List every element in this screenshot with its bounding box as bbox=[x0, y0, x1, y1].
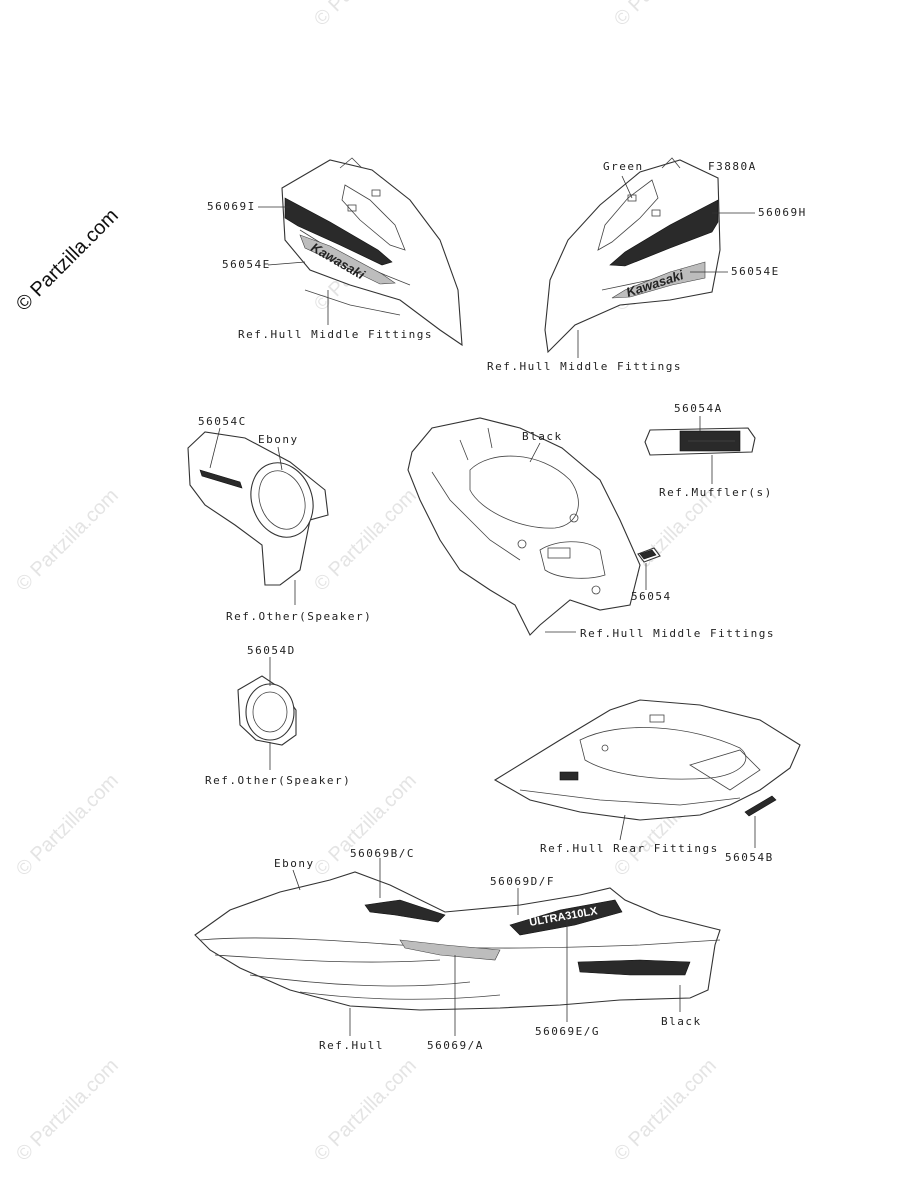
decal-56054b bbox=[744, 795, 777, 817]
label-56069df: 56069D/F bbox=[490, 875, 555, 888]
label-56069h: 56069H bbox=[758, 206, 807, 219]
label-ref-hull: Ref.Hull bbox=[319, 1039, 384, 1052]
label-56054: 56054 bbox=[631, 590, 672, 603]
label-56054d: 56054D bbox=[247, 644, 296, 657]
speaker-cover-panel bbox=[187, 431, 329, 586]
right-side-panel: Kawasaki bbox=[544, 157, 721, 354]
label-ref-hull-rear: Ref.Hull Rear Fittings bbox=[540, 842, 719, 855]
label-black-bottom: Black bbox=[661, 1015, 702, 1028]
speaker-56054d bbox=[237, 675, 297, 746]
decal-56054-fill bbox=[639, 549, 657, 560]
label-56069i: 56069I bbox=[207, 200, 256, 213]
label-ref-other-speaker-1: Ref.Other(Speaker) bbox=[226, 610, 373, 623]
label-black-top: Black bbox=[522, 430, 563, 443]
main-hull: ULTRA310LX bbox=[194, 871, 721, 1011]
hull-middle-deck bbox=[407, 417, 641, 636]
label-ref-hull-middle-left: Ref.Hull Middle Fittings bbox=[238, 328, 433, 341]
figure-code: F3880A bbox=[708, 160, 757, 173]
leader-lines bbox=[209, 175, 756, 1036]
label-green: Green bbox=[603, 160, 644, 173]
label-56054b: 56054B bbox=[725, 851, 774, 864]
label-ref-hull-middle-center: Ref.Hull Middle Fittings bbox=[580, 627, 775, 640]
label-ebony-bottom: Ebony bbox=[274, 857, 315, 870]
label-ref-hull-middle-right: Ref.Hull Middle Fittings bbox=[487, 360, 682, 373]
label-56054e-right: 56054E bbox=[731, 265, 780, 278]
label-56054e-left: 56054E bbox=[222, 258, 271, 271]
left-side-panel: Kawasaki bbox=[281, 157, 463, 347]
muffler-decal bbox=[644, 427, 756, 456]
label-ref-muffler: Ref.Muffler(s) bbox=[659, 486, 773, 499]
label-56069a: 56069/A bbox=[427, 1039, 484, 1052]
label-ebony-top: Ebony bbox=[258, 433, 299, 446]
label-56069bc: 56069B/C bbox=[350, 847, 415, 860]
label-56069eg: 56069E/G bbox=[535, 1025, 600, 1038]
label-ref-other-speaker-2: Ref.Other(Speaker) bbox=[205, 774, 352, 787]
label-56054a: 56054A bbox=[674, 402, 723, 415]
rear-hull bbox=[493, 699, 801, 821]
label-56054c: 56054C bbox=[198, 415, 247, 428]
